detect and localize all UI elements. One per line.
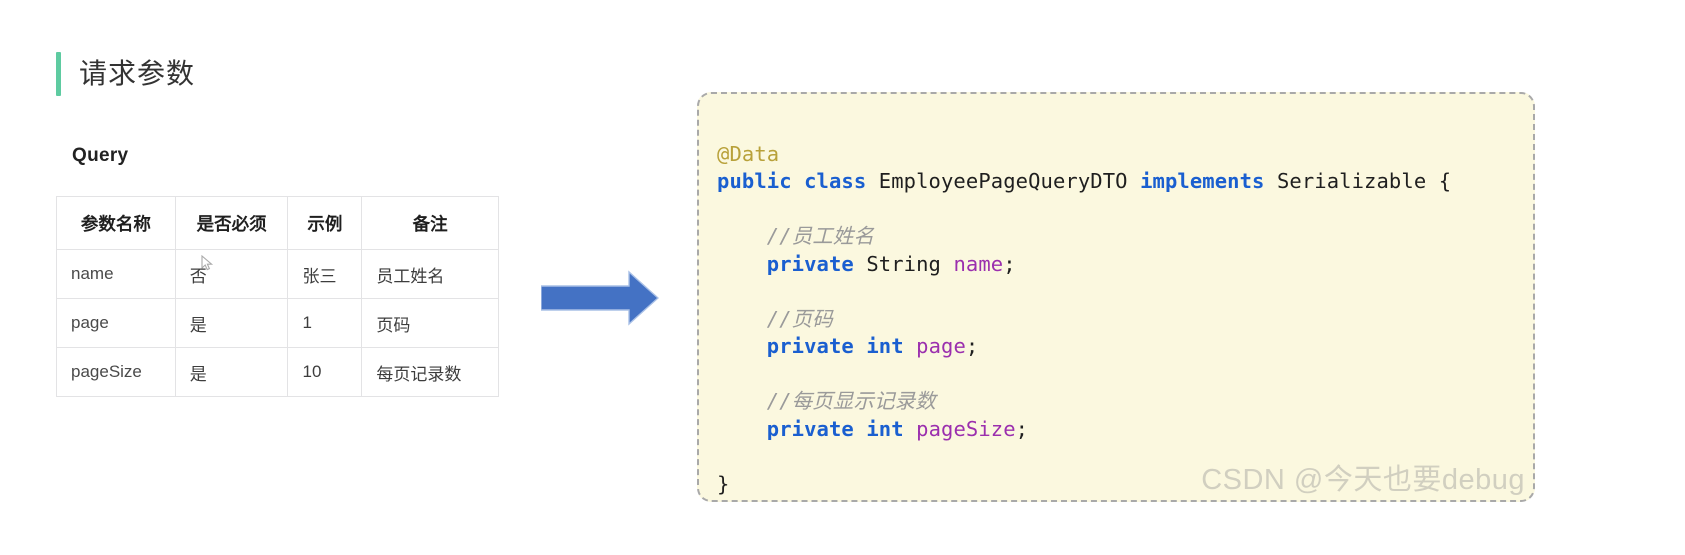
code-line <box>717 361 1451 389</box>
cell-param-name: name <box>56 249 176 299</box>
column-header-param-name: 参数名称 <box>56 196 176 250</box>
code-token-kw: class <box>804 169 867 193</box>
cell-param-name: pageSize <box>56 347 176 397</box>
code-token-plain: ; <box>1003 251 1016 276</box>
cell-param-name: page <box>56 298 176 348</box>
table-row: pageSize 是 10 每页记录数 <box>56 347 499 397</box>
code-token-kw: public <box>717 169 792 193</box>
code-line: //每页显示记录数 <box>717 388 1451 416</box>
code-token-plain <box>1128 169 1140 193</box>
cell-required: 是 <box>174 298 289 348</box>
code-line: } <box>717 471 1451 499</box>
code-line: private int page; <box>717 333 1451 361</box>
cell-example: 10 <box>287 347 363 397</box>
code-line <box>717 196 1451 224</box>
code-line: //页码 <box>717 306 1451 334</box>
column-header-remark: 备注 <box>361 196 499 250</box>
code-token-plain <box>866 169 878 193</box>
code-token-plain: } <box>717 471 730 496</box>
page-title: 请求参数 <box>56 52 195 96</box>
code-token-field: page <box>916 334 966 358</box>
table-body: name 否 张三 员工姓名 page 是 1 页码 pageSize 是 10… <box>56 249 499 397</box>
cell-remark: 页码 <box>361 298 499 348</box>
code-token-type: Serializable <box>1276 169 1427 193</box>
cell-required: 否 <box>174 249 289 299</box>
code-token-plain <box>904 334 916 358</box>
code-line <box>717 278 1451 306</box>
code-token-plain: ; <box>965 334 979 358</box>
code-token-plain <box>717 334 767 358</box>
code-token-kw: private <box>766 416 854 441</box>
cell-example: 1 <box>287 298 363 348</box>
code-line: public class EmployeePageQueryDTO implem… <box>717 168 1451 196</box>
code-token-plain <box>717 252 767 276</box>
code-token-field: pageSize <box>916 416 1016 441</box>
column-header-required: 是否必须 <box>174 196 289 250</box>
code-token-plain <box>854 334 866 358</box>
code-token-plain <box>854 252 866 276</box>
code-token-plain: ; <box>1015 416 1029 441</box>
code-token-comment: //员工姓名 <box>717 224 875 248</box>
code-token-type: EmployeePageQueryDTO <box>878 169 1128 193</box>
code-token-type: String <box>866 251 941 276</box>
table-row: name 否 张三 员工姓名 <box>56 249 499 299</box>
code-token-kw: int <box>866 416 904 441</box>
code-token-plain <box>792 169 804 193</box>
request-params-panel: 请求参数 Query 参数名称 是否必须 示例 备注 name 否 张三 员工姓… <box>0 0 560 555</box>
code-token-plain <box>717 417 767 441</box>
cell-remark: 每页记录数 <box>361 347 499 397</box>
code-line: private int pageSize; <box>717 416 1451 444</box>
table-head: 参数名称 是否必须 示例 备注 <box>56 196 499 250</box>
cell-required: 是 <box>174 347 289 397</box>
code-token-field: name <box>953 251 1004 276</box>
query-subtitle: Query <box>72 145 129 166</box>
code-token-plain <box>904 417 916 441</box>
heading-label: 请求参数 <box>79 58 196 89</box>
code-line <box>717 443 1451 471</box>
code-token-kw: private <box>766 251 854 276</box>
code-token-plain <box>941 252 953 276</box>
cell-remark: 员工姓名 <box>361 249 499 299</box>
parameters-table: 参数名称 是否必须 示例 备注 name 否 张三 员工姓名 page 是 1 <box>56 196 499 397</box>
code-line: //员工姓名 <box>717 223 1451 251</box>
code-token-kw: int <box>866 334 904 358</box>
code-token-plain <box>1265 169 1277 193</box>
code-token-comment: //页码 <box>717 306 833 331</box>
code-line: private String name; <box>717 251 1451 279</box>
heading-accent-bar <box>56 52 61 96</box>
code-token-comment: //每页显示记录数 <box>717 389 936 413</box>
code-token-kw: implements <box>1140 169 1265 193</box>
code-line: @Data <box>717 141 1451 169</box>
table-header-row: 参数名称 是否必须 示例 备注 <box>56 196 499 250</box>
cell-example: 张三 <box>287 249 363 299</box>
code-token-kw: private <box>766 334 854 358</box>
arrow-right-icon <box>540 270 660 326</box>
code-token-plain <box>854 417 866 441</box>
code-token-plain: { <box>1426 169 1452 193</box>
code-token-anno: @Data <box>717 141 780 166</box>
table-row: page 是 1 页码 <box>56 298 499 348</box>
column-header-example: 示例 <box>287 196 363 250</box>
